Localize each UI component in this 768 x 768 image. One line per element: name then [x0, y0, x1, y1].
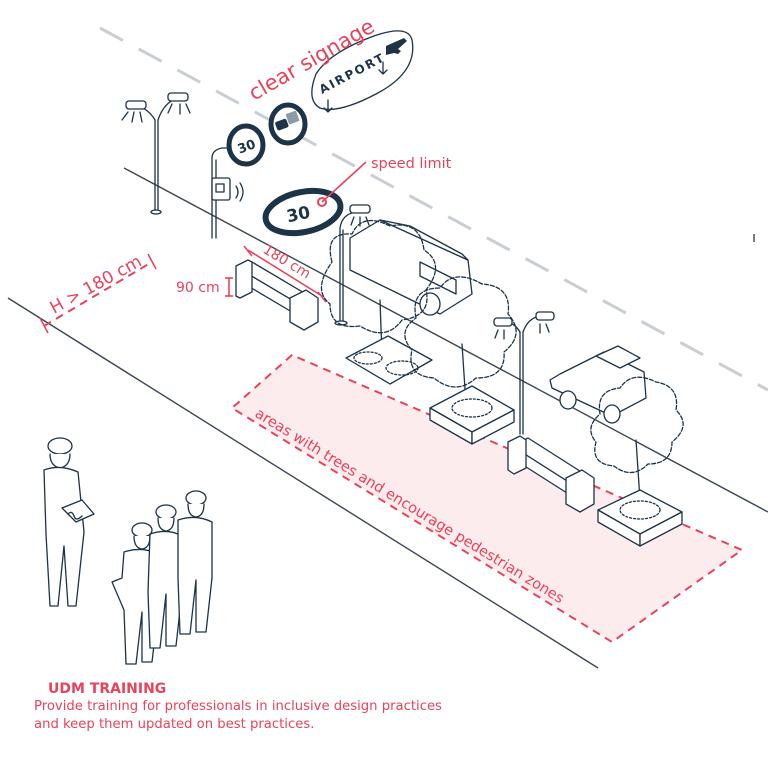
tree-2	[404, 276, 517, 445]
road-edge-upper	[123, 167, 768, 513]
road-center-dashes	[99, 26, 768, 392]
worker-trainee-1	[111, 522, 159, 665]
caption-line-2: and keep them updated on best practices.	[34, 717, 315, 732]
tree-3	[590, 376, 684, 547]
pedestrian-zone	[230, 353, 745, 644]
street-lamp-left	[121, 92, 191, 215]
sign-30-small: 30	[236, 137, 258, 157]
bench-height-label: 90 cm	[176, 280, 220, 296]
worker-instructor	[43, 437, 95, 607]
height-dimension: H > 180 cm	[39, 252, 157, 334]
worker-trainee-2	[147, 504, 183, 649]
speed-limit-marking: 30 speed limit	[262, 156, 452, 237]
speed-limit-label: speed limit	[371, 156, 452, 172]
bench-front	[235, 259, 319, 331]
height-label: H > 180 cm	[47, 252, 146, 319]
vehicle-sign	[268, 102, 308, 146]
truck-icon	[285, 110, 300, 125]
speed-sign-small-30: 30	[226, 123, 266, 167]
bench-back	[507, 435, 595, 513]
street-lamp-middle	[334, 204, 371, 326]
caption-line-1: Provide training for professionals in in…	[34, 699, 442, 714]
speed-limit-value: 30	[285, 203, 312, 228]
arrow-down-icon-1	[323, 99, 333, 113]
arrow-down-icon-2	[378, 61, 388, 75]
pickup-truck	[549, 345, 647, 424]
caption: UDM TRAINING Provide training for profes…	[34, 680, 474, 734]
airplane-icon	[386, 38, 407, 55]
road-edge-lower	[7, 297, 599, 669]
parked-suv	[349, 219, 473, 316]
street-lamp-right	[493, 311, 555, 435]
camera-pole	[211, 147, 244, 239]
caption-title: UDM TRAINING	[48, 681, 167, 697]
car-icon	[275, 118, 289, 131]
worker-trainee-3	[177, 490, 213, 635]
